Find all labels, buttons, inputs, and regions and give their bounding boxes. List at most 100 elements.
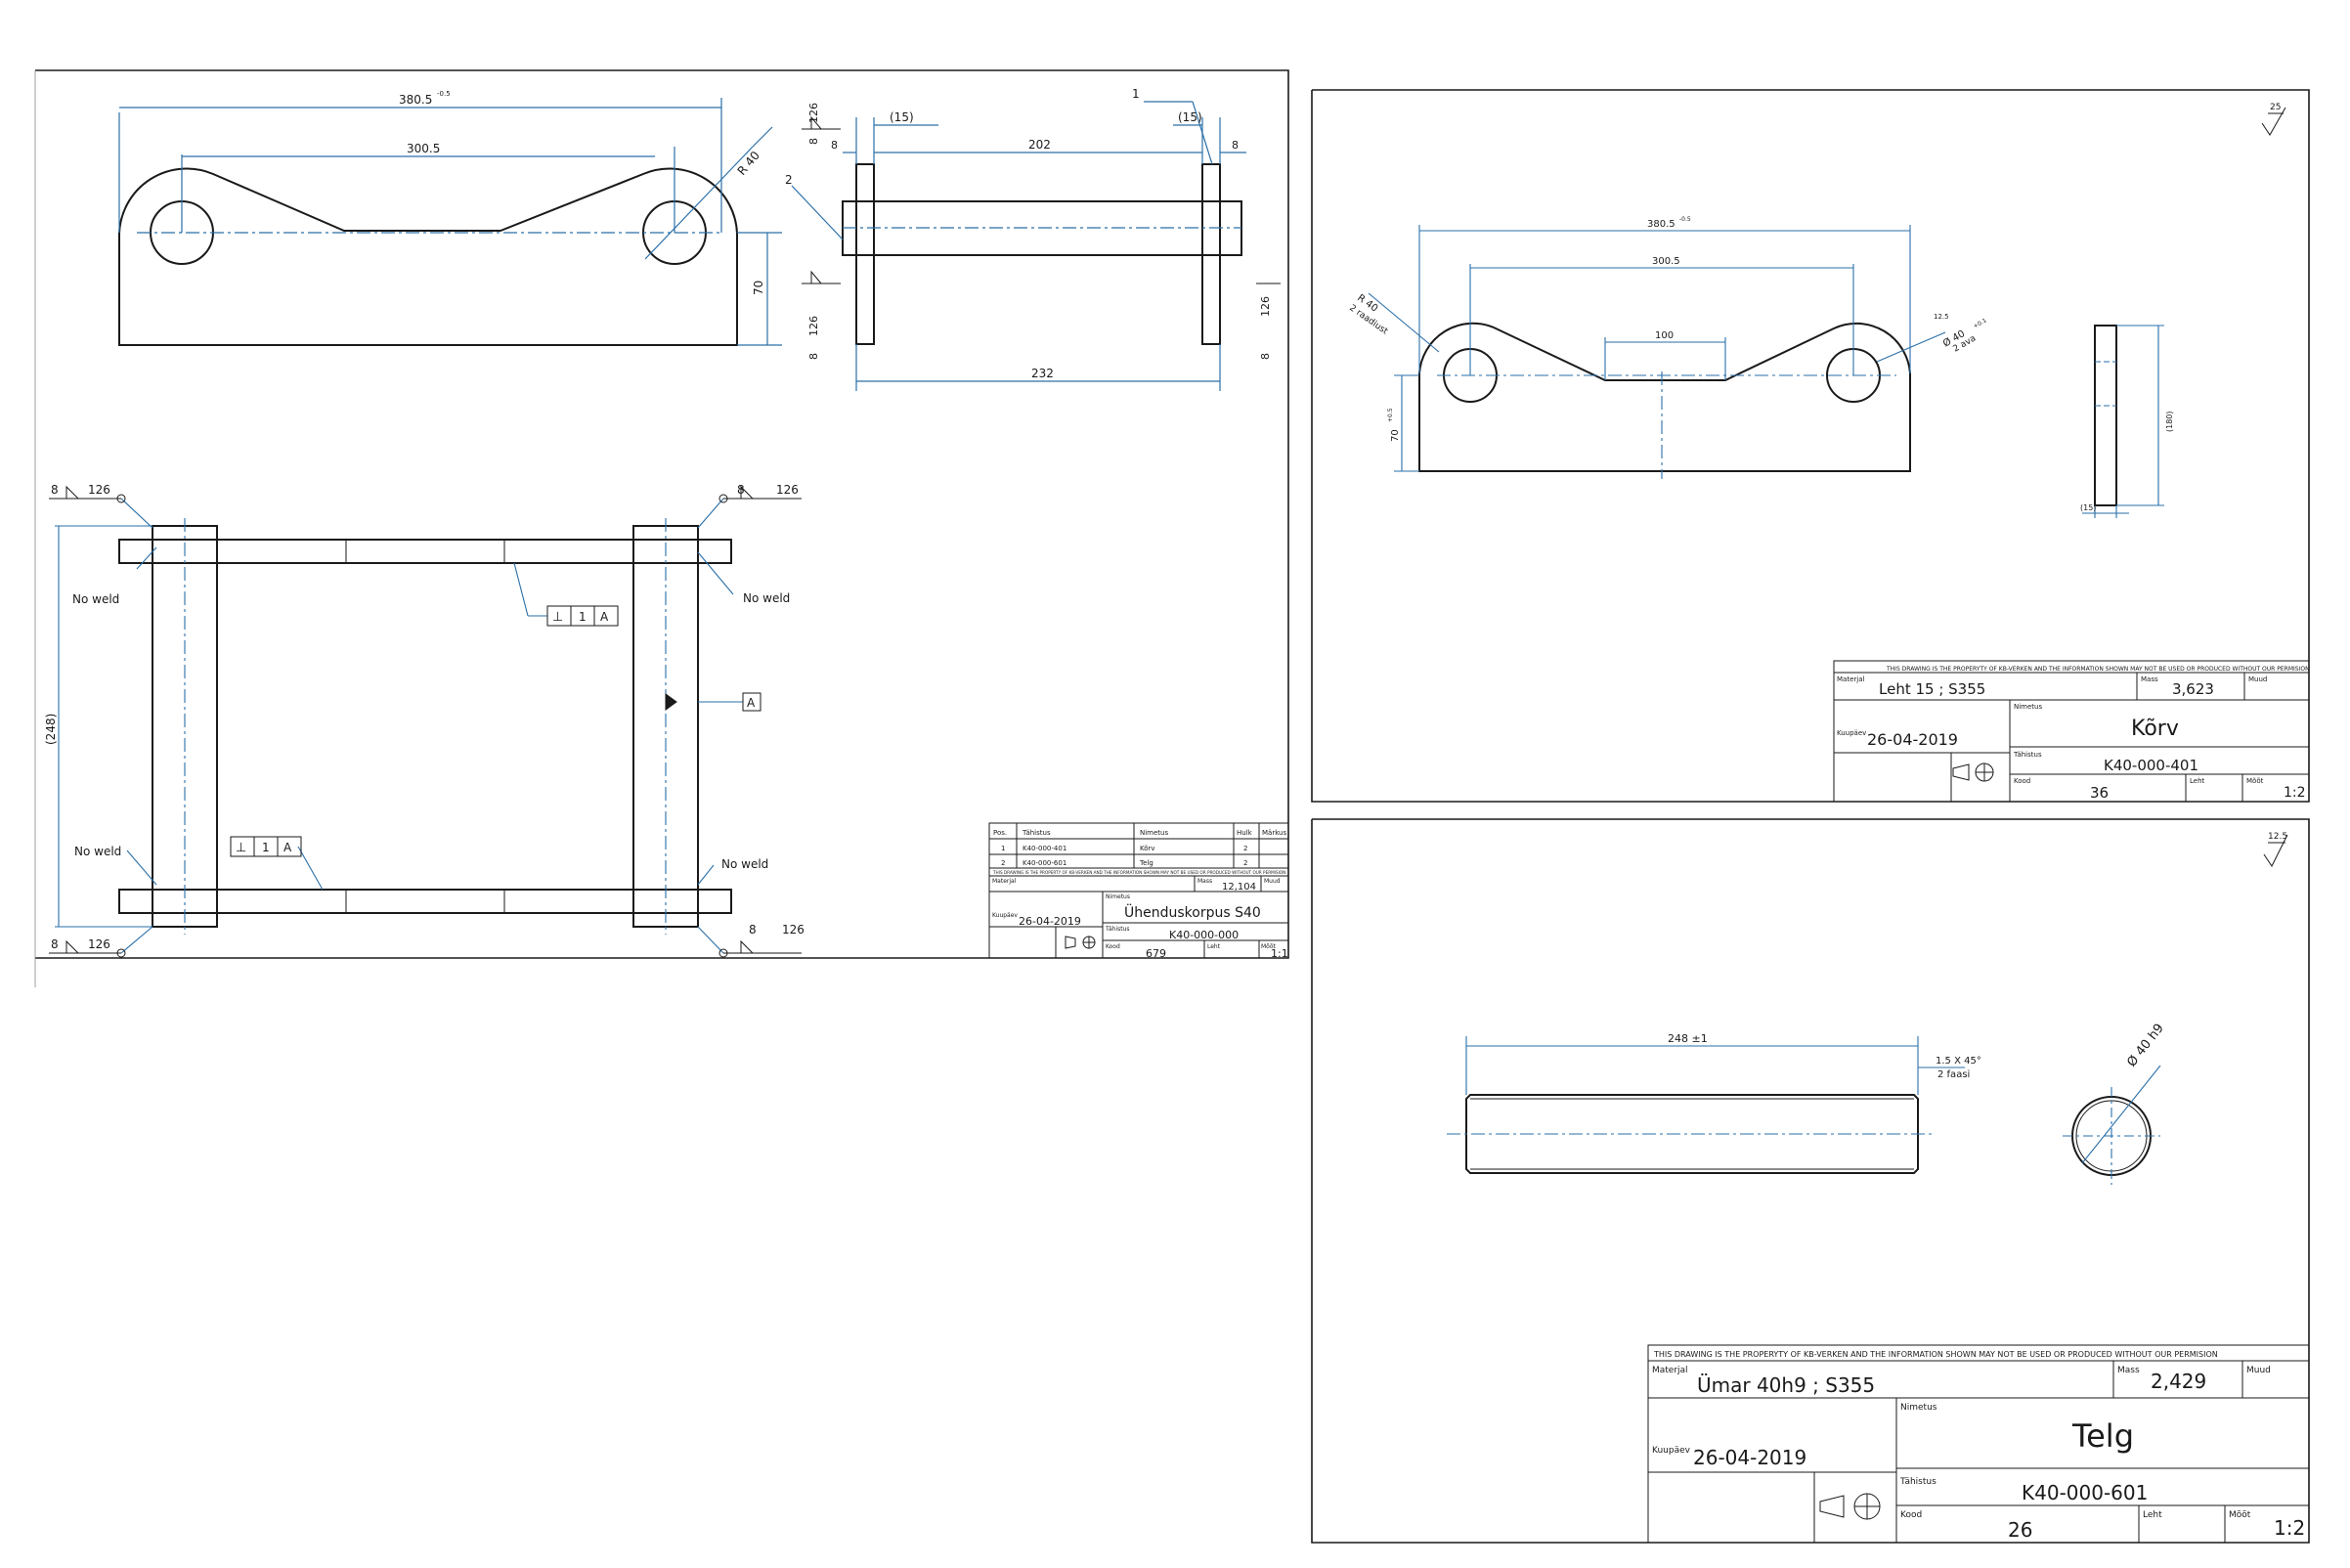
title-block-ear (1833, 660, 2310, 803)
dim-thickness: (15) (2080, 503, 2096, 512)
property-notice-1: THIS DRAWING IS THE PROPERTY OF KB-VERKE… (992, 870, 1285, 875)
sheet-axle-part: 12.5 248 ±1 1.5 X 45° 2 faasi Ø 40 h9 (1311, 818, 2310, 1544)
dim-height: 70 (1390, 429, 1401, 442)
no-weld-3: No weld (74, 845, 121, 858)
tb2-code: K40-000-401 (2104, 757, 2198, 774)
bom-h-hulk: Hulk (1237, 829, 1253, 837)
bom-row2-tah: K40-000-601 (1023, 859, 1066, 867)
tb3-l-muud: Muud (2246, 1366, 2271, 1375)
tb3-mass: 2,429 (2151, 1370, 2206, 1393)
weld-side-8b: 8 (807, 353, 820, 360)
tb3-l-leht: Leht (2143, 1510, 2162, 1520)
assembly-view (118, 525, 732, 928)
tb1-l-mass: Mass (1197, 878, 1212, 885)
weld-b-8: 8 (737, 483, 745, 497)
tb3-moot: 1:2 (2274, 1516, 2305, 1540)
bom-row1-pos: 1 (1001, 845, 1005, 852)
tb2-l-nimetus: Nimetus (2014, 703, 2042, 711)
axle-side-view (1465, 1094, 1919, 1174)
sheet-ear-part: 25 380.5 -0.5 300.5 100 R 40 2 raad (1311, 89, 2310, 803)
bom-h-tahistus: Tähistus (1022, 829, 1051, 837)
balloon-1: 1 (1132, 87, 1140, 101)
dim-centers: 300.5 (407, 142, 440, 155)
tb3-l-moot: Mõõt (2229, 1510, 2251, 1520)
dim-mid: 100 (1655, 330, 1674, 341)
bom-row1-nim: Kõrv (1140, 845, 1155, 852)
dim-8b: 8 (1232, 139, 1239, 152)
tb2-date: 26-04-2019 (1867, 730, 1958, 749)
dim-202: 202 (1028, 138, 1051, 152)
dim-8a: 8 (831, 139, 838, 152)
tb1-l-kuupaev: Kuupäev (992, 912, 1018, 919)
weld-b-126: 126 (776, 483, 799, 497)
fcf1-value: 1 (579, 610, 587, 624)
tb2-moot: 1:2 (2284, 785, 2306, 801)
tb3-l-tahistus: Tähistus (1899, 1477, 1937, 1487)
weld-d-8: 8 (749, 923, 757, 936)
weld-c-126: 126 (88, 937, 110, 951)
dim-chamfer-note: 2 faasi (1937, 1069, 1970, 1080)
weld-side-8a: 8 (807, 138, 820, 145)
tb1-mass: 12,104 (1222, 882, 1256, 893)
tb2-l-moot: Mõõt (2246, 777, 2264, 785)
tb2-material: Leht 15 ; S355 (1879, 680, 1985, 698)
dim-15a: (15) (890, 110, 914, 124)
sheet-border (1311, 89, 2310, 803)
tb1-l-nimetus: Nimetus (1106, 893, 1130, 900)
fcf2-symbol: ⊥ (236, 841, 246, 855)
bom-row2-hulk: 2 (1243, 859, 1247, 867)
ear-part-view (1418, 322, 2117, 506)
tb1-l-kood: Kood (1106, 943, 1120, 950)
dim-centers: 300.5 (1652, 256, 1680, 267)
tb1-l-materjal: Materjal (992, 878, 1017, 885)
tb1-name: Ühenduskorpus S40 (1124, 903, 1261, 921)
weld-c-8: 8 (51, 937, 59, 951)
dim-hole-tol: +0.1 (1973, 317, 1988, 329)
tb2-kood: 36 (2090, 784, 2109, 802)
dim-overall-tol: -0.5 (437, 90, 451, 98)
no-weld-1: No weld (72, 592, 119, 606)
tb3-kood: 26 (2008, 1518, 2032, 1542)
tb3-l-mass: Mass (2117, 1366, 2140, 1375)
no-weld-2: No weld (743, 591, 790, 605)
bom-row1-hulk: 2 (1243, 845, 1247, 852)
tb3-code: K40-000-601 (2022, 1481, 2148, 1504)
dim-diameter: Ø 40 h9 (2124, 1022, 2167, 1070)
tb3-date: 26-04-2019 (1693, 1446, 1806, 1469)
fcf1-symbol: ⊥ (552, 610, 563, 625)
weld-a-126: 126 (88, 483, 110, 497)
rough-symbol (2263, 834, 2288, 867)
fcf2-ref: A (283, 841, 292, 854)
no-weld-4: No weld (721, 857, 768, 871)
weld-side-126b: 126 (807, 316, 820, 336)
weld-symbols-side (802, 115, 1281, 284)
tb2-l-kuupaev: Kuupäev (1837, 729, 1866, 737)
tb3-name: Telg (2071, 1417, 2134, 1455)
dim-232: 232 (1031, 367, 1054, 380)
tb1-kood: 679 (1146, 947, 1166, 960)
rough-value: 25 (2270, 103, 2281, 112)
bom-row2-pos: 2 (1001, 859, 1005, 867)
property-notice-3: THIS DRAWING IS THE PROPERYTY OF KB-VERK… (1653, 1350, 2218, 1359)
title-block-assembly (988, 822, 1289, 959)
tb1-l-tahistus: Tähistus (1105, 926, 1130, 933)
property-notice-2: THIS DRAWING IS THE PROPERYTY OF KB-VERK… (1886, 666, 2310, 673)
tb3-material: Ümar 40h9 ; S355 (1697, 1373, 1875, 1397)
dim-15b: (15) (1178, 110, 1202, 124)
balloon-2: 2 (785, 173, 793, 187)
dim-overall-tol: -0.5 (1679, 216, 1691, 223)
weld-side-8c: 8 (1259, 353, 1272, 360)
bom-h-markus: Märkus (1262, 829, 1286, 837)
tb2-l-materjal: Materjal (1837, 675, 1864, 683)
tb1-code: K40-000-000 (1169, 929, 1239, 941)
dim-height: 70 (752, 281, 765, 295)
sheet-border (1311, 818, 2310, 1544)
dim-hole-rough: 12.5 (1934, 313, 1949, 321)
dim-height-tol: +0.5 (1387, 408, 1394, 422)
dim-assembly-height: (248) (44, 714, 58, 745)
dim-radius: R 40 (735, 149, 762, 178)
tb2-l-tahistus: Tähistus (2013, 751, 2042, 759)
tb2-l-mass: Mass (2141, 675, 2158, 683)
weld-symbols-assembly (49, 485, 802, 958)
side-view (842, 163, 1242, 345)
